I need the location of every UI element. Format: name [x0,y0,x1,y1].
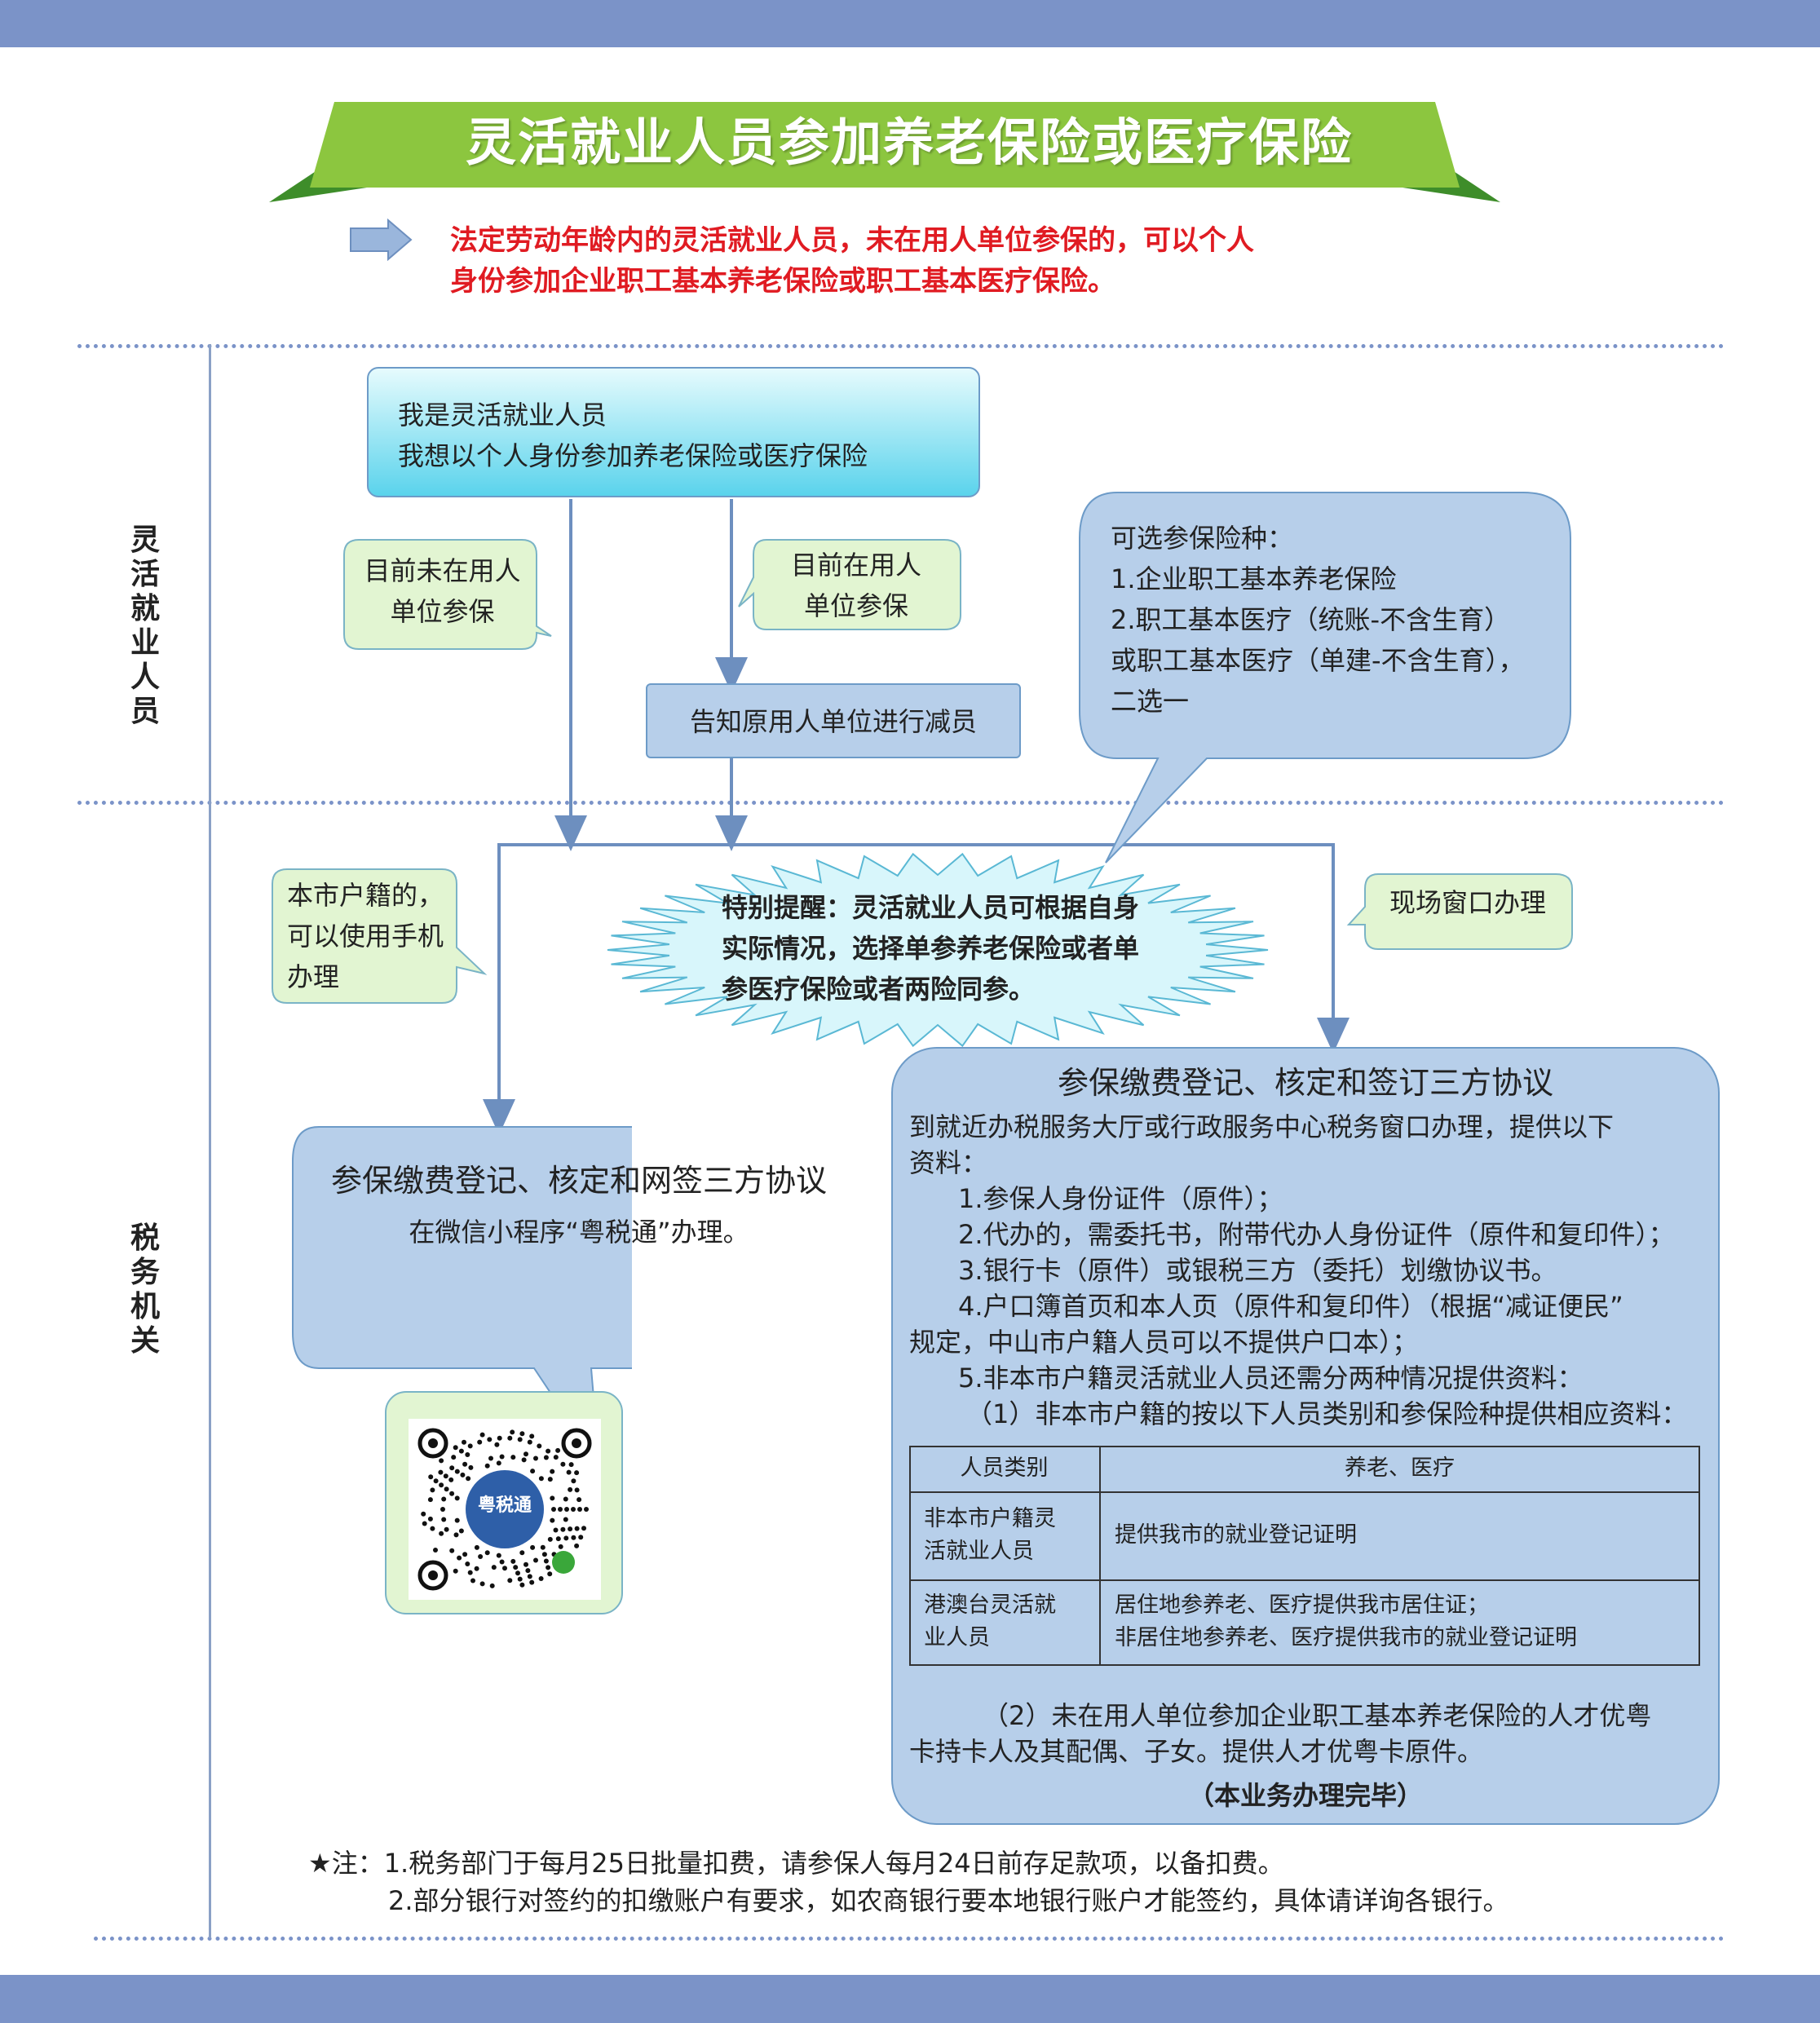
bubble-insured: 目前在用人 单位参保 [758,545,954,626]
materials-table: 人员类别 养老、医疗 非本市户籍灵 活就业人员 提供我市的就业登记证明 港澳台灵… [909,1446,1700,1666]
bubble-insured-line-1: 目前在用人 [790,550,921,581]
window-intro-2: 资料： [909,1147,988,1178]
lane-label-tax: 税务机关 [130,1221,160,1358]
bubble-local-line-2: 可以使用手机 [287,921,444,952]
bubble-window: 现场窗口办理 [1370,882,1566,923]
bubble-local-line-1: 本市户籍的， [287,880,444,911]
table-row-1-category: 非本市户籍灵 活就业人员 [924,1506,1056,1564]
bubble-local-shape [272,868,488,1004]
lane-divider-top [77,344,1725,348]
qr-code[interactable] [409,1419,601,1600]
footnote-line-1: ★注：1.税务部门于每月25日批量扣费，请参保人每月24日前存足款项，以备扣费。 [308,1848,1284,1879]
window-box-body: 到就近办税服务大厅或行政服务中心税务窗口办理，提供以下 资料： 1.参保人身份证… [909,1109,1712,1432]
arrow-right-icon [350,219,413,261]
window-note-2: （2）未在用人单位参加企业职工基本养老保险的人才优粤 卡持卡人及其配偶、子女。提… [909,1698,1712,1769]
top-bar [0,0,1820,47]
window-item-1: 1.参保人身份证件（原件）； [958,1183,1283,1214]
bubble-window-text: 现场窗口办理 [1389,887,1546,918]
intro-line-1: 法定劳动年龄内的灵活就业人员，未在用人单位参保的，可以个人 [450,224,1254,257]
window-box-title: 参保缴费登记、核定和签订三方协议 [1057,1065,1553,1101]
intro-text: 法定劳动年龄内的灵活就业人员，未在用人单位参保的，可以个人 身份参加企业职工基本… [450,220,1461,302]
window-item-4: 4.户口簿首页和本人页（原件和复印件）（根据“减证便民” [958,1291,1623,1322]
online-box: 参保缴费登记、核定和网签三方协议 在微信小程序“粤税通”办理。 [318,1158,840,1252]
qr-label: 粤税通 [477,1495,532,1516]
footnote: ★注：1.税务部门于每月25日批量扣费，请参保人每月24日前存足款项，以备扣费。… [308,1844,1654,1919]
types-line-3: 2.职工基本医疗（统账-不含生育） [1111,604,1511,635]
types-line-1: 可选参保险种： [1111,523,1294,554]
qr-center-emblem [466,1470,544,1548]
notify-box: 告知原用人单位进行减员 [646,683,1021,758]
table-header-content: 养老、医疗 [1345,1455,1455,1481]
table-row-2-content: 居住地参养老、医疗提供我市居住证； 非居住地参养老、医疗提供我市的就业登记证明 [1115,1592,1577,1650]
types-line-5: 二选一 [1111,686,1190,717]
online-box-text: 在微信小程序“粤税通”办理。 [409,1217,749,1248]
table-row-2-category: 港澳台灵活就 业人员 [924,1592,1056,1650]
bubble-insured-line-2: 单位参保 [803,590,908,621]
window-box [891,1047,1720,1825]
window-note-2-line-2: 卡持卡人及其配偶、子女。提供人才优粤卡原件。 [909,1736,1484,1767]
lane-divider-middle [77,801,1725,805]
start-box: 我是灵活就业人员 我想以个人身份参加养老保险或医疗保险 [367,367,980,497]
reminder-text: 特别提醒：灵活就业人员可根据自身 实际情况，选择单参养老保险或者单 参医疗保险或… [722,887,1178,1009]
bubble-not-insured-line-2: 单位参保 [390,596,495,627]
miniprogram-icon [552,1551,575,1574]
reminder-line-1: 特别提醒：灵活就业人员可根据自身 [722,892,1140,923]
window-item-5: 5.非本市户籍灵活就业人员还需分两种情况提供资料： [958,1363,1584,1394]
bubble-local: 本市户籍的， 可以使用手机 办理 [287,875,458,997]
bubble-local-line-3: 办理 [287,961,340,992]
window-item-2: 2.代办的，需委托书，附带代办人身份证件（原件和复印件）； [958,1219,1675,1250]
window-box-end: （本业务办理完毕） [1187,1780,1423,1811]
online-box-title: 参保缴费登记、核定和网签三方协议 [330,1163,827,1199]
bubble-window-shape [1346,873,1573,950]
starburst-shape [607,852,1269,1048]
bubble-not-insured-line-1: 目前未在用人 [364,555,521,586]
bottom-bar [0,1975,1820,2023]
reminder-line-3: 参医疗保险或者两险同参。 [722,974,1036,1005]
reminder-line-2: 实际情况，选择单参养老保险或者单 [722,933,1140,964]
lane-vertical-line [209,344,211,1938]
bubble-insured-shape [738,539,961,630]
bubble-not-insured-shape [343,539,552,650]
window-item-3: 3.银行卡（原件）或银税三方（委托）划缴协议书。 [958,1255,1557,1286]
lane-divider-bottom [94,1937,1725,1941]
notify-text: 告知原用人单位进行减员 [689,706,977,737]
title-banner [269,102,1500,202]
types-callout-shape [1079,492,1571,864]
start-line-1: 我是灵活就业人员 [398,400,607,431]
intro-line-2: 身份参加企业职工基本养老保险或职工基本医疗保险。 [450,265,1115,298]
footnote-line-2: 2.部分银行对签约的扣缴账户有要求，如农商银行要本地银行账户才能签约，具体请详询… [388,1885,1509,1916]
window-intro-1: 到就近办税服务大厅或行政服务中心税务窗口办理，提供以下 [909,1111,1615,1142]
window-item-4-cont: 规定，中山市户籍人员可以不提供户口本）； [909,1327,1419,1358]
types-line-4: 或职工基本医疗（单建-不含生育）， [1111,645,1525,676]
window-item-5-1: （1）非本市户籍的按以下人员类别和参保险种提供相应资料： [966,1398,1688,1429]
start-line-2: 我想以个人身份参加养老保险或医疗保险 [398,440,868,471]
table-row-1-content: 提供我市的就业登记证明 [1115,1522,1357,1548]
lane-label-person: 灵活就业人员 [130,523,160,728]
types-line-2: 1.企业职工基本养老保险 [1111,563,1397,594]
types-callout: 可选参保险种： 1.企业职工基本养老保险 2.职工基本医疗（统账-不含生育） 或… [1111,518,1567,722]
page-title: 灵活就业人员参加养老保险或医疗保险 [465,113,1353,172]
banner-ribbon [310,102,1460,188]
table-header-category: 人员类别 [960,1455,1049,1481]
reminder-starburst [607,852,1269,1048]
window-note-2-line-1: （2）未在用人单位参加企业职工基本养老保险的人才优粤 [983,1700,1652,1731]
bubble-not-insured: 目前未在用人 单位参保 [351,550,534,632]
